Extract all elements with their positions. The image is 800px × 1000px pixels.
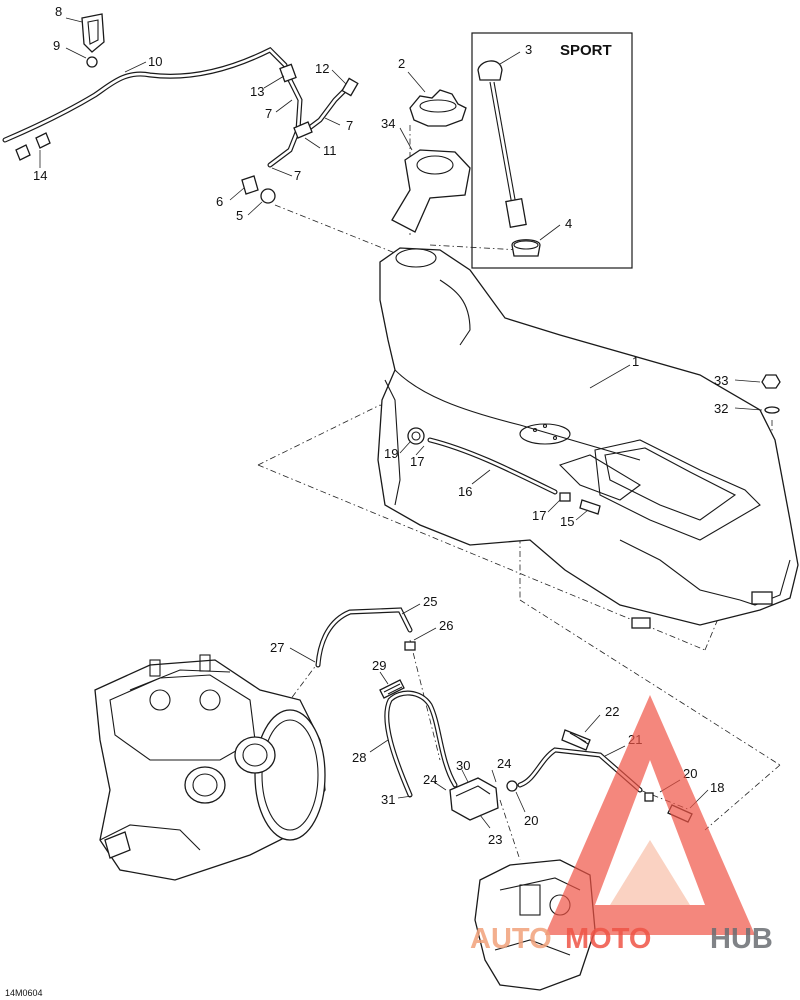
callout-7b: 7: [346, 118, 353, 133]
callout-18: 18: [710, 780, 724, 795]
fuel-filter: [579, 499, 601, 515]
tank-bracket: [391, 149, 471, 233]
callout-29: 29: [372, 658, 386, 673]
watermark-triangle: [545, 695, 755, 935]
callout-2: 2: [398, 56, 405, 71]
watermark-logo: AUTO MOTO HUB: [470, 695, 773, 955]
fuel-fittings-group: [241, 63, 359, 204]
intake-port-1: [184, 766, 226, 804]
vent-valve-part: [81, 13, 105, 53]
nut-part: [761, 374, 781, 389]
tee-fitting: [293, 121, 313, 139]
callout-15: 15: [560, 514, 574, 529]
fuel-tank: [377, 247, 799, 629]
fuel-pump-lines: [315, 607, 693, 823]
callout-10: 10: [148, 54, 162, 69]
tank-mount-tab: [751, 591, 773, 605]
callout-16: 16: [458, 484, 472, 499]
callout-24a: 24: [423, 772, 437, 787]
callout-9: 9: [53, 38, 60, 53]
fuel-gauge-cap: [477, 60, 503, 81]
intake-port-2: [234, 736, 276, 774]
tank-outlet-hose: [407, 427, 601, 515]
sport-inset-label: SPORT: [560, 42, 612, 59]
callout-34: 34: [381, 116, 395, 131]
vent-line-assembly: [2, 13, 288, 161]
callout-24b: 24: [497, 756, 511, 771]
callout-8: 8: [55, 4, 62, 19]
callout-31: 31: [381, 792, 395, 807]
watermark-text-moto: MOTO: [565, 923, 651, 955]
watermark-text-hub: HUB: [710, 923, 773, 955]
callout-1: 1: [632, 354, 639, 369]
elbow-fitting: [241, 175, 259, 195]
callout-7c: 7: [294, 168, 301, 183]
callout-22: 22: [605, 704, 619, 719]
callout-17b: 17: [532, 508, 546, 523]
callout-25: 25: [423, 594, 437, 609]
return-spring: [561, 729, 591, 751]
sport-inset: SPORT: [471, 32, 633, 269]
callout-33: 33: [714, 373, 728, 388]
watermark-text-auto: AUTO: [470, 923, 552, 955]
outlet-grommet: [407, 427, 425, 445]
gauge-grommet: [511, 239, 541, 257]
callout-3: 3: [525, 42, 532, 57]
callout-23: 23: [488, 832, 502, 847]
fuel-cap: [409, 89, 467, 127]
washer-part: [764, 406, 780, 414]
filler-neck: [395, 248, 437, 268]
callout-20b: 20: [683, 766, 697, 781]
callout-12: 12: [315, 61, 329, 76]
callout-30: 30: [456, 758, 470, 773]
callout-28: 28: [352, 750, 366, 765]
callout-17a: 17: [410, 454, 424, 469]
callout-14: 14: [33, 168, 47, 183]
callout-19: 19: [384, 446, 398, 461]
callout-11: 11: [323, 143, 337, 158]
callout-27: 27: [270, 640, 284, 655]
tank-hardware: [761, 374, 781, 414]
drawing-code: 14M0604: [5, 988, 43, 998]
callout-6: 6: [216, 194, 223, 209]
callout-20a: 20: [524, 813, 538, 828]
callout-7a: 7: [265, 106, 272, 121]
callout-5: 5: [236, 208, 243, 223]
grommet-part: [260, 188, 276, 204]
vent-clip-part: [86, 56, 98, 68]
fuel-pump-body: [449, 777, 499, 821]
callout-32: 32: [714, 401, 728, 416]
callout-13: 13: [250, 84, 264, 99]
engine-assembly: [94, 654, 326, 881]
sport-inset-frame: [471, 32, 633, 269]
callout-4: 4: [565, 216, 572, 231]
flywheel: [254, 709, 326, 841]
callout-26: 26: [439, 618, 453, 633]
vent-tube-ends: [15, 144, 31, 161]
